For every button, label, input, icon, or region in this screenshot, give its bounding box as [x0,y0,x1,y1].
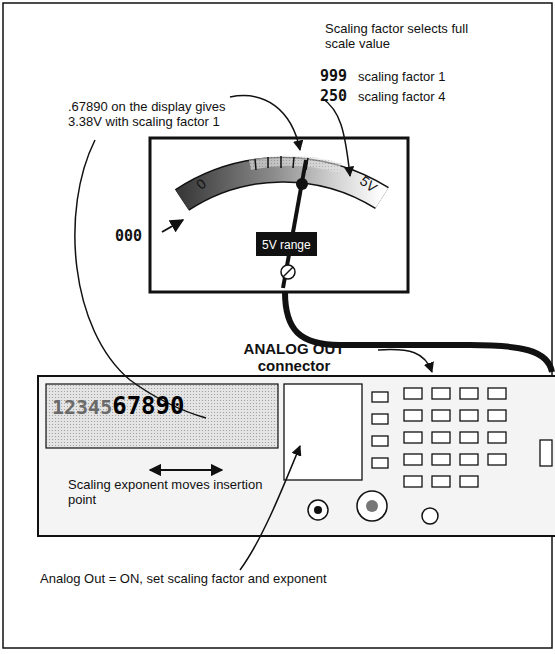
node-text: 5V range [262,238,311,252]
meter-housing [150,138,408,292]
label: Analog Out = ON, set scaling factor and … [40,572,510,587]
label: scaling factor 1 [358,70,445,85]
display-window [46,384,278,448]
panel-buttons [284,384,552,487]
node-text: 67890 [112,392,184,420]
node-text: 12345 [52,395,112,419]
range-plate: 5V range [256,232,317,256]
label: 000 [115,228,142,245]
label: ANALOG OUT connector [208,340,380,375]
frame [3,3,552,648]
label: 250 [320,88,347,105]
scale-band [182,170,382,200]
label: 999 [320,68,347,85]
scale-outline [182,170,382,200]
display-readout: 1234567890 [52,392,184,420]
zero-screw [281,265,295,279]
label: Scaling factor selects full scale value [325,22,495,52]
label: .67890 on the display gives 3.38V with s… [68,100,263,130]
label: Scaling exponent moves insertion point [68,478,273,508]
label: scaling factor 4 [358,90,445,105]
